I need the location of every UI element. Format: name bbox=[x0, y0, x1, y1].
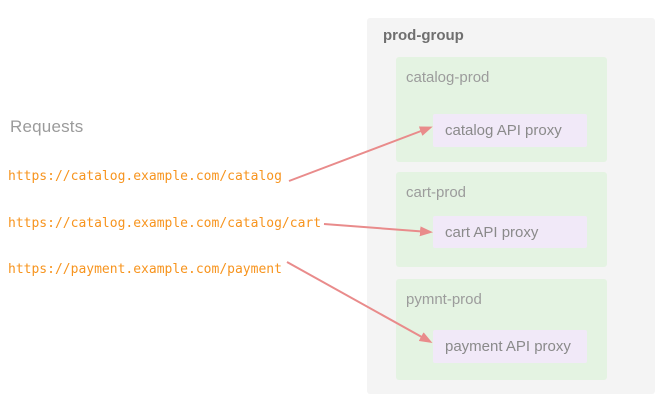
prod-group-title: prod-group bbox=[383, 27, 464, 44]
env-label-pymnt-prod: pymnt-prod bbox=[406, 291, 482, 308]
env-box-cart-prod: cart-prod cart API proxy bbox=[396, 172, 607, 267]
request-url-catalog: https://catalog.example.com/catalog bbox=[8, 169, 282, 184]
env-box-pymnt-prod: pymnt-prod payment API proxy bbox=[396, 279, 607, 380]
request-url-payment: https://payment.example.com/payment bbox=[8, 262, 282, 277]
env-box-catalog-prod: catalog-prod catalog API proxy bbox=[396, 57, 607, 162]
proxy-box-catalog: catalog API proxy bbox=[433, 114, 587, 147]
proxy-label-catalog: catalog API proxy bbox=[445, 122, 562, 139]
proxy-box-cart: cart API proxy bbox=[433, 216, 587, 248]
proxy-label-payment: payment API proxy bbox=[445, 338, 571, 355]
request-url-catalog-cart: https://catalog.example.com/catalog/cart bbox=[8, 216, 322, 231]
proxy-box-payment: payment API proxy bbox=[433, 330, 587, 363]
env-label-cart-prod: cart-prod bbox=[406, 184, 467, 201]
prod-group-box: prod-group catalog-prod catalog API prox… bbox=[367, 18, 655, 394]
requests-heading: Requests bbox=[10, 117, 84, 136]
proxy-label-cart: cart API proxy bbox=[445, 223, 539, 241]
env-label-catalog-prod: catalog-prod bbox=[406, 69, 490, 86]
